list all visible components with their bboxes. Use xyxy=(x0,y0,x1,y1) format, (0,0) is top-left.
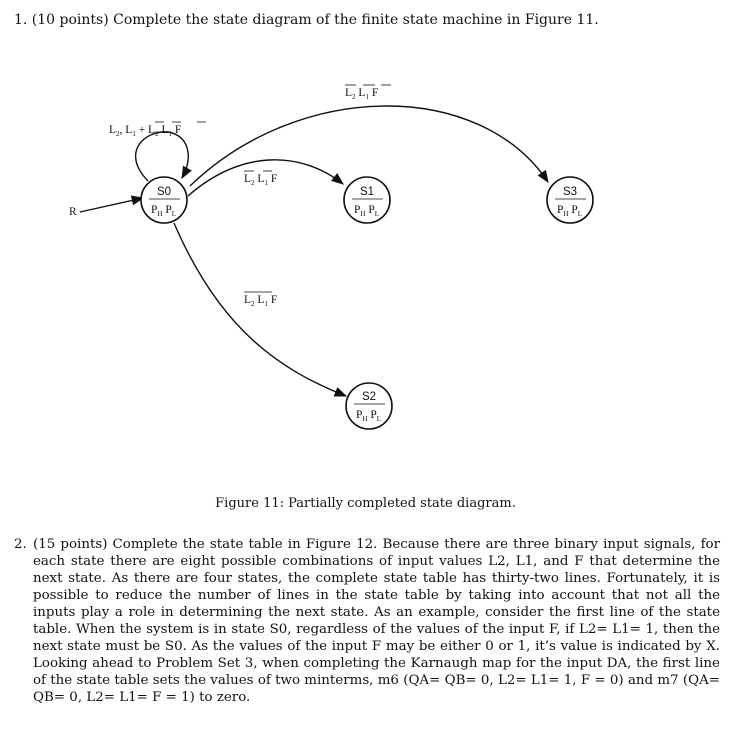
svg-text:PH PL: PH PL xyxy=(354,204,379,218)
label-s0-s2: L2 L1 F xyxy=(244,291,277,308)
problem-2: 2. (15 points) Complete the state table … xyxy=(14,536,720,706)
problem-1-text: 1. (10 points) Complete the state diagra… xyxy=(14,12,599,28)
svg-text:PH PL: PH PL xyxy=(557,204,582,218)
svg-text:L2 L1 F: L2 L1 F xyxy=(345,87,378,101)
svg-text:PH PL: PH PL xyxy=(151,204,176,218)
svg-text:L2 L1 F: L2 L1 F xyxy=(244,294,277,308)
svg-text:S1: S1 xyxy=(360,186,374,198)
svg-text:L2 L1 F: L2 L1 F xyxy=(244,173,277,187)
svg-text:L2, L1 + L2 L1 F: L2, L1 + L2 L1 F xyxy=(109,124,181,138)
transition-s0-s2 xyxy=(173,222,348,397)
problem-2-text: (15 points) Complete the state table in … xyxy=(33,537,720,705)
svg-text:PH PL: PH PL xyxy=(356,409,381,423)
svg-text:S2: S2 xyxy=(362,391,376,403)
label-s0-s1: L2 L1 F xyxy=(244,170,277,187)
reset-arrow xyxy=(79,195,145,213)
label-s0-s0: L2, L1 + L2 L1 F xyxy=(109,121,206,138)
problem-2-number: 2. xyxy=(14,537,27,552)
state-s3: S3 PH PL xyxy=(546,176,594,224)
state-s0: S0 PH PL xyxy=(140,176,188,224)
state-s2: S2 PH PL xyxy=(345,382,393,430)
transition-s0-s1 xyxy=(187,159,344,197)
reset-label: R xyxy=(69,206,77,218)
transition-s0-s0 xyxy=(134,131,192,182)
transition-s0-s3 xyxy=(189,105,549,187)
label-s0-s3: L2 L1 F xyxy=(345,84,391,101)
svg-text:S3: S3 xyxy=(563,186,577,198)
state-s1: S1 PH PL xyxy=(343,176,391,224)
state-diagram: R L2, L1 + L2 L1 F L2 L1 F L2 L1 F L2 L1… xyxy=(69,84,594,430)
figure-caption: Figure 11: Partially completed state dia… xyxy=(215,496,516,511)
svg-text:S0: S0 xyxy=(157,186,171,198)
